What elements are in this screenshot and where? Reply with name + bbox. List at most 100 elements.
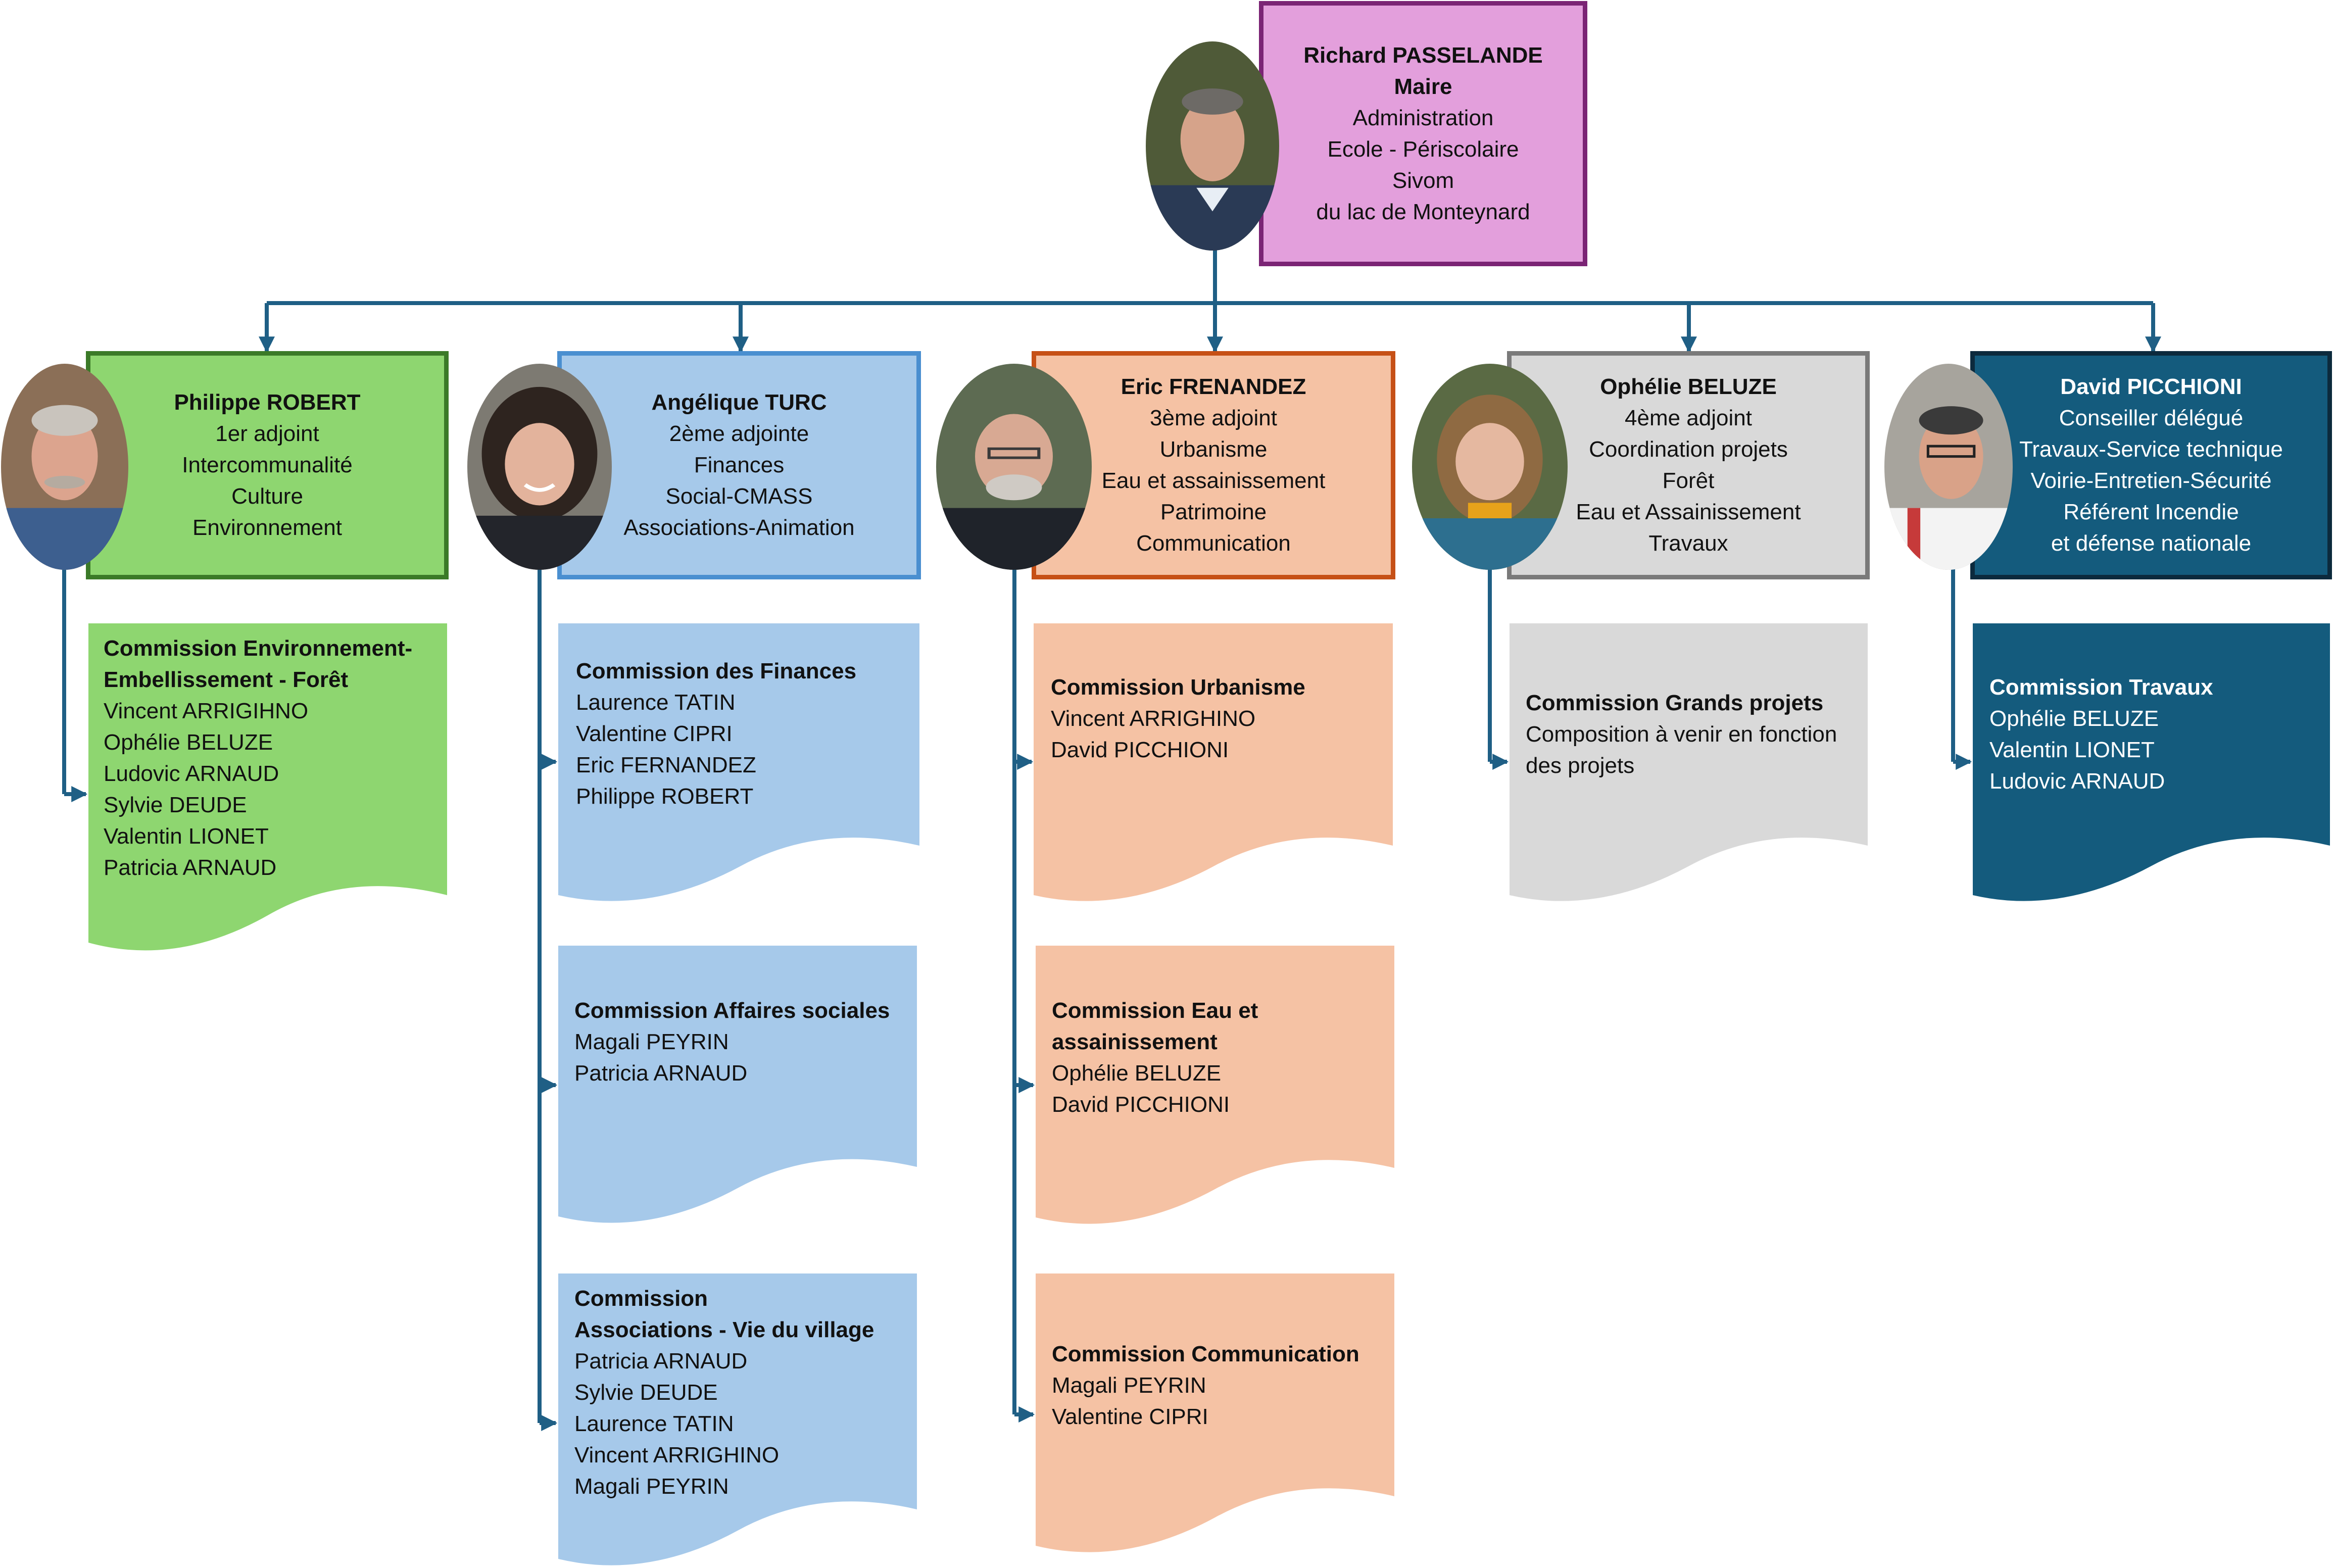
mayor-duty: Sivom: [1392, 168, 1454, 193]
commission-member: Ludovic ARNAUD: [1989, 769, 2165, 794]
mayor-duty: du lac de Monteynard: [1316, 199, 1530, 224]
portrait-robert: [1, 364, 128, 570]
elu-role: Finances: [694, 453, 785, 477]
commission-member: Ophélie BELUZE: [1989, 706, 2159, 731]
commission-member: Magali PEYRIN: [1052, 1373, 1206, 1398]
elu-name: Angélique TURC: [651, 390, 827, 415]
elu-role: Patrimoine: [1160, 500, 1267, 524]
commission-member: Valentine CIPRI: [576, 721, 733, 746]
elu-role: Travaux: [1648, 531, 1728, 556]
elu-role: Conseiller délégué: [2059, 406, 2244, 430]
commission-shape-environnement: [88, 623, 447, 951]
elu-name: Eric FRENANDEZ: [1121, 374, 1306, 399]
commission-member: David PICCHIONI: [1052, 1092, 1230, 1117]
mayor-title: Maire: [1394, 74, 1452, 99]
commission-member: Composition à venir en fonction: [1526, 722, 1837, 747]
elu-box-frenandez: Eric FRENANDEZ 3ème adjoint Urbanisme Ea…: [1032, 351, 1395, 579]
commission-shape-communication: [1036, 1273, 1394, 1552]
commission-eau: Commission Eau et assainissement Ophélie…: [1052, 995, 1390, 1120]
commission-member: Ludovic ARNAUD: [104, 761, 279, 786]
elu-role: Référent Incendie: [2063, 500, 2239, 524]
elu-name: David PICCHIONI: [2060, 374, 2242, 399]
commission-member: Laurence TATIN: [576, 690, 736, 715]
mayor-name: Richard PASSELANDE: [1303, 42, 1543, 68]
elu-role: Communication: [1136, 531, 1291, 556]
commission-communication: Commission Communication Magali PEYRIN V…: [1052, 1339, 1390, 1433]
portrait-passelande: [1146, 41, 1279, 251]
elu-box-turc: Angélique TURC 2ème adjointe Finances So…: [557, 351, 921, 579]
commission-member: Patricia ARNAUD: [104, 855, 277, 880]
commission-affaires-sociales: Commission Affaires sociales Magali PEYR…: [574, 995, 913, 1089]
commission-member: des projets: [1526, 753, 1635, 778]
commission-member: Patricia ARNAUD: [574, 1349, 748, 1374]
commission-member: Laurence TATIN: [574, 1411, 734, 1436]
portrait-beluze: [1412, 364, 1568, 570]
mayor-duty: Administration: [1352, 105, 1494, 130]
commission-member: Ophélie BELUZE: [1052, 1061, 1222, 1086]
portrait-picchioni: [1884, 364, 2013, 570]
commission-grands-projets: Commission Grands projets Composition à …: [1526, 688, 1864, 781]
commission-member: Sylvie DEUDE: [574, 1380, 718, 1405]
commission-member: Vincent ARRIGIHNO: [104, 699, 309, 723]
commission-member: Eric FERNANDEZ: [576, 753, 756, 777]
elu-role: Social-CMASS: [665, 484, 813, 509]
elu-role: Associations-Animation: [623, 515, 855, 540]
commission-member: Sylvie DEUDE: [104, 793, 247, 817]
commission-travaux: Commission Travaux Ophélie BELUZE Valent…: [1989, 672, 2328, 797]
commission-finances: Commission des Finances Laurence TATIN V…: [576, 656, 914, 812]
commission-title: Commission des Finances: [576, 659, 857, 683]
elu-role: Voirie-Entretien-Sécurité: [2030, 468, 2272, 493]
commission-member: Patricia ARNAUD: [574, 1061, 748, 1086]
commission-title: assainissement: [1052, 1030, 1218, 1054]
elu-role: Environnement: [192, 515, 342, 540]
commission-environnement: Commission Environnement- Embellissement…: [104, 633, 442, 884]
commission-member: Ophélie BELUZE: [104, 730, 273, 755]
elu-role: Forêt: [1662, 468, 1715, 493]
commission-member: Vincent ARRIGHINO: [1051, 706, 1256, 731]
elu-role: 4ème adjoint: [1625, 406, 1752, 430]
commission-title: Commission Eau et: [1052, 998, 1258, 1023]
commission-title: Commission Urbanisme: [1051, 675, 1305, 700]
commission-title: Commission: [574, 1286, 708, 1311]
elu-role: 1er adjoint: [215, 421, 319, 446]
commission-member: Philippe ROBERT: [576, 784, 754, 809]
commission-member: Magali PEYRIN: [574, 1474, 729, 1499]
portrait-frenandez: [936, 364, 1092, 570]
elu-name: Ophélie BELUZE: [1600, 374, 1777, 399]
commission-shape-eau: [1036, 946, 1394, 1224]
commission-title: Commission Environnement-: [104, 636, 413, 661]
elu-role: Intercommunalité: [182, 453, 353, 477]
commission-shape-urbanisme: [1034, 623, 1393, 901]
commission-title: Commission Grands projets: [1526, 691, 1824, 715]
commission-shape-grands-projets: [1510, 623, 1868, 901]
commission-member: David PICCHIONI: [1051, 738, 1229, 762]
commission-member: Valentine CIPRI: [1052, 1404, 1208, 1429]
commission-urbanisme: Commission Urbanisme Vincent ARRIGHINO D…: [1051, 672, 1389, 766]
commission-shape-finances: [558, 623, 919, 901]
commission-member: Valentin LIONET: [1989, 738, 2155, 762]
elu-role: 2ème adjointe: [669, 421, 809, 446]
elu-role: Urbanisme: [1159, 437, 1268, 462]
commission-shape-travaux: [1973, 623, 2330, 901]
elu-role: Travaux-Service technique: [2019, 437, 2283, 462]
commission-title: Commission Affaires sociales: [574, 998, 890, 1023]
commission-shape-affaires-sociales: [558, 946, 917, 1223]
elu-role: Eau et assainissement: [1101, 468, 1326, 493]
elu-name: Philippe ROBERT: [174, 390, 361, 415]
mayor-duty: Ecole - Périscolaire: [1327, 136, 1519, 162]
commission-title: Embellissement - Forêt: [104, 667, 349, 692]
commission-associations: Commission Associations - Vie du village…: [574, 1283, 913, 1502]
commission-member: Vincent ARRIGHINO: [574, 1443, 780, 1467]
portrait-turc: [467, 364, 612, 570]
elu-role: Culture: [231, 484, 303, 509]
commission-title: Commission Communication: [1052, 1342, 1359, 1366]
elu-box-robert: Philippe ROBERT 1er adjoint Intercommuna…: [86, 351, 449, 579]
elu-role: 3ème adjoint: [1150, 406, 1277, 430]
mayor-box: Richard PASSELANDE Maire Administration …: [1259, 1, 1587, 266]
commission-title: Associations - Vie du village: [574, 1317, 874, 1342]
elu-role: Eau et Assainissement: [1576, 500, 1801, 524]
commission-shape-associations: [558, 1273, 917, 1565]
